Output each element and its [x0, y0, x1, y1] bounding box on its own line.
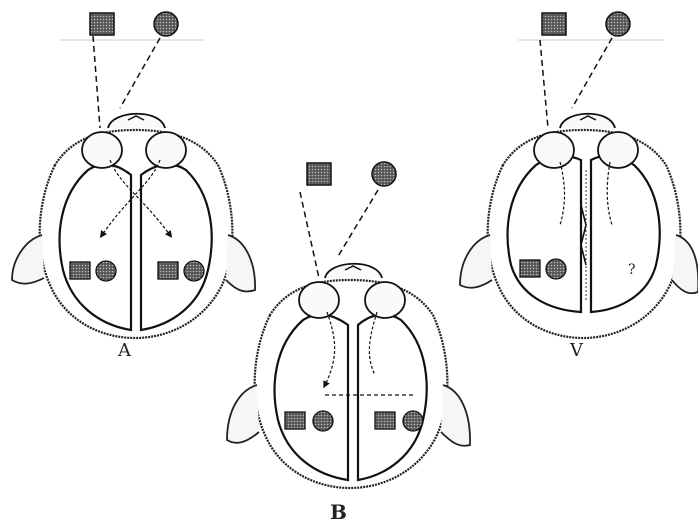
circle-stimulus — [372, 162, 396, 186]
eye-left — [299, 282, 339, 318]
hemisphere-left — [508, 156, 581, 312]
ear-right — [441, 385, 470, 446]
memory-square-left — [520, 260, 540, 277]
sight-line-left — [93, 36, 100, 128]
ear-left — [12, 235, 44, 284]
panel-b-label: B — [330, 500, 347, 524]
sight-line-left — [300, 192, 319, 278]
eye-left — [534, 132, 574, 168]
sight-line-left — [540, 40, 548, 128]
ear-left — [227, 385, 259, 443]
hemisphere-right — [141, 165, 212, 330]
panel-c: ? — [460, 12, 698, 338]
head-outline — [255, 280, 448, 488]
square-stimulus — [307, 163, 331, 185]
hemisphere-right — [358, 315, 427, 480]
hemisphere-left — [275, 315, 348, 480]
optic-tract-right — [369, 312, 377, 375]
unknown-memory-mark: ? — [628, 262, 636, 278]
ear-right — [226, 235, 255, 292]
panel-a — [12, 12, 255, 338]
memory-square-left — [70, 262, 90, 279]
panel-c-label: V — [570, 340, 583, 361]
memory-circle-left — [313, 411, 333, 431]
memory-circle-left — [96, 261, 116, 281]
head-outline — [40, 130, 233, 338]
memory-square-left — [285, 412, 305, 429]
hemisphere-left — [60, 165, 131, 330]
memory-square-right — [158, 262, 178, 279]
square-stimulus — [542, 13, 566, 35]
memory-circle-right — [403, 411, 423, 431]
optic-tract-left — [325, 312, 335, 385]
circle-stimulus — [606, 12, 630, 36]
sight-line-right — [572, 38, 612, 108]
eye-left — [82, 132, 122, 168]
eye-right — [146, 132, 186, 168]
ear-left — [460, 235, 492, 288]
square-stimulus — [90, 13, 114, 35]
sight-line-right — [337, 190, 378, 258]
panel-a-label: A — [118, 340, 131, 361]
circle-stimulus — [154, 12, 178, 36]
memory-circle-right — [184, 261, 204, 281]
panel-b — [227, 162, 470, 488]
hemisphere-right — [591, 156, 660, 312]
eye-right — [598, 132, 638, 168]
optic-tract-left — [560, 162, 565, 225]
memory-square-right — [375, 412, 395, 429]
sight-line-right — [120, 38, 160, 108]
eye-right — [365, 282, 405, 318]
optic-tract-right — [607, 162, 612, 225]
memory-circle-left — [546, 259, 566, 279]
ear-right — [672, 235, 698, 293]
